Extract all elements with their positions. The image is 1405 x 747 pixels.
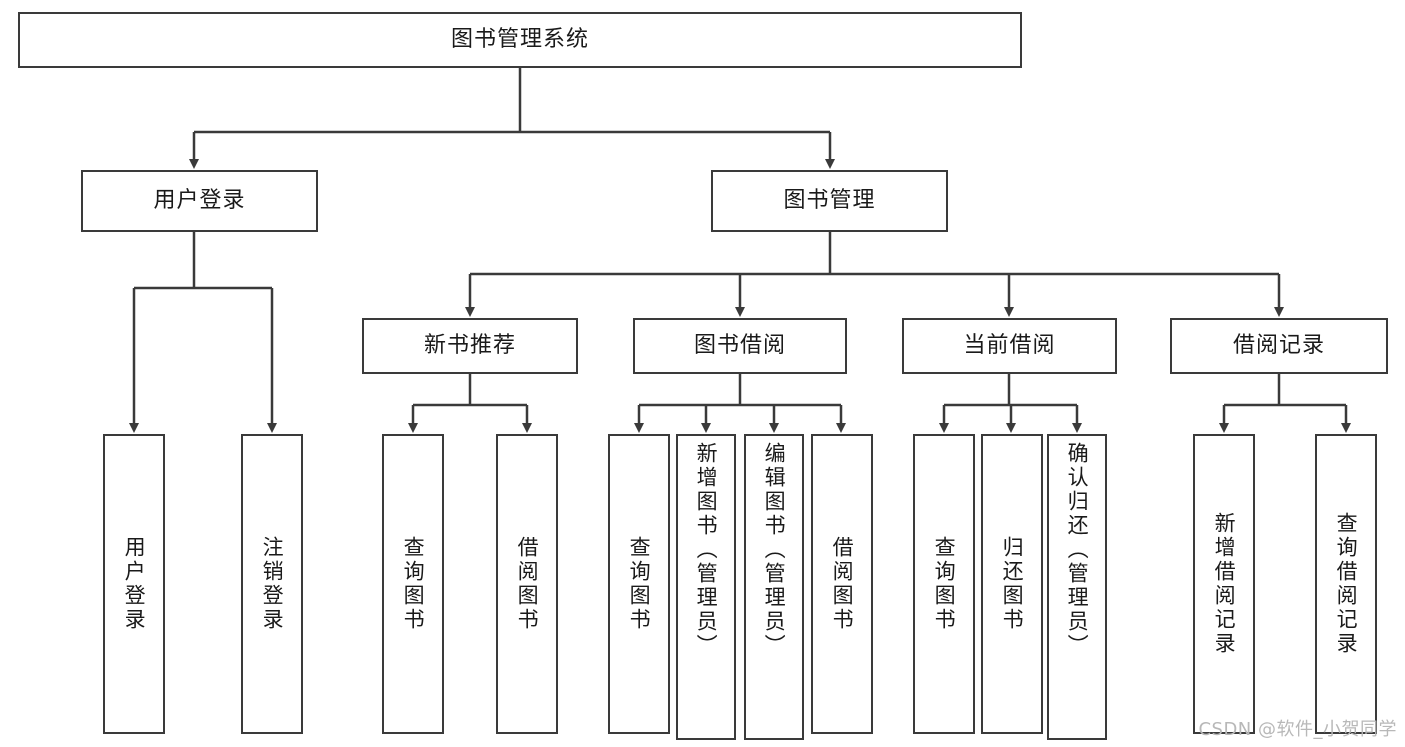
node-leaf-add-borrow-record[interactable]: 新增借阅记录 xyxy=(1193,434,1255,734)
node-label: 借阅图书 xyxy=(830,536,855,632)
node-book-borrow[interactable]: 图书借阅 xyxy=(633,318,847,374)
node-label: 借阅记录 xyxy=(1232,332,1325,358)
node-label: 查询图书 xyxy=(627,536,652,632)
node-leaf-borrow-book-borrow[interactable]: 借阅图书 xyxy=(811,434,873,734)
node-leaf-query-borrow-record[interactable]: 查询借阅记录 xyxy=(1315,434,1377,734)
node-label: 新书推荐 xyxy=(423,332,516,358)
node-label: 查询借阅记录 xyxy=(1334,512,1359,656)
node-label: 注销登录 xyxy=(260,536,285,632)
node-label: 图书借阅 xyxy=(693,332,786,358)
node-book-management-system[interactable]: 图书管理系统 xyxy=(18,12,1022,68)
node-leaf-add-book[interactable]: 新增图书（管理员） xyxy=(676,434,736,740)
node-label: 查询图书 xyxy=(401,536,426,632)
node-new-book-recommend[interactable]: 新书推荐 xyxy=(362,318,578,374)
node-label: 当前借阅 xyxy=(963,332,1056,358)
node-leaf-query-book-current[interactable]: 查询图书 xyxy=(913,434,975,734)
watermark-text: CSDN @软件_小贺同学 xyxy=(1198,719,1397,740)
node-label: 查询图书 xyxy=(932,536,957,632)
node-leaf-edit-book[interactable]: 编辑图书（管理员） xyxy=(744,434,804,740)
node-label: 用户登录 xyxy=(122,536,147,632)
node-label: 归还图书 xyxy=(1000,536,1025,632)
node-leaf-return-book[interactable]: 归还图书 xyxy=(981,434,1043,734)
node-leaf-borrow-book-recommend[interactable]: 借阅图书 xyxy=(496,434,558,734)
node-label: 用户登录 xyxy=(153,187,246,213)
node-leaf-confirm-return[interactable]: 确认归还（管理员） xyxy=(1047,434,1107,740)
node-user-login[interactable]: 用户登录 xyxy=(81,170,318,232)
node-label: 图书管理 xyxy=(783,187,876,213)
node-label: 编辑图书（管理员） xyxy=(762,442,787,658)
node-leaf-logout-login[interactable]: 注销登录 xyxy=(241,434,303,734)
node-label: 新增借阅记录 xyxy=(1212,512,1237,656)
node-leaf-query-book-recommend[interactable]: 查询图书 xyxy=(382,434,444,734)
node-label: 借阅图书 xyxy=(515,536,540,632)
node-label: 图书管理系统 xyxy=(450,26,589,52)
node-borrow-record[interactable]: 借阅记录 xyxy=(1170,318,1388,374)
node-label: 确认归还（管理员） xyxy=(1065,442,1090,658)
node-current-borrow[interactable]: 当前借阅 xyxy=(902,318,1117,374)
node-book-management[interactable]: 图书管理 xyxy=(711,170,948,232)
node-label: 新增图书（管理员） xyxy=(694,442,719,658)
node-leaf-user-login[interactable]: 用户登录 xyxy=(103,434,165,734)
node-leaf-query-book-borrow[interactable]: 查询图书 xyxy=(608,434,670,734)
